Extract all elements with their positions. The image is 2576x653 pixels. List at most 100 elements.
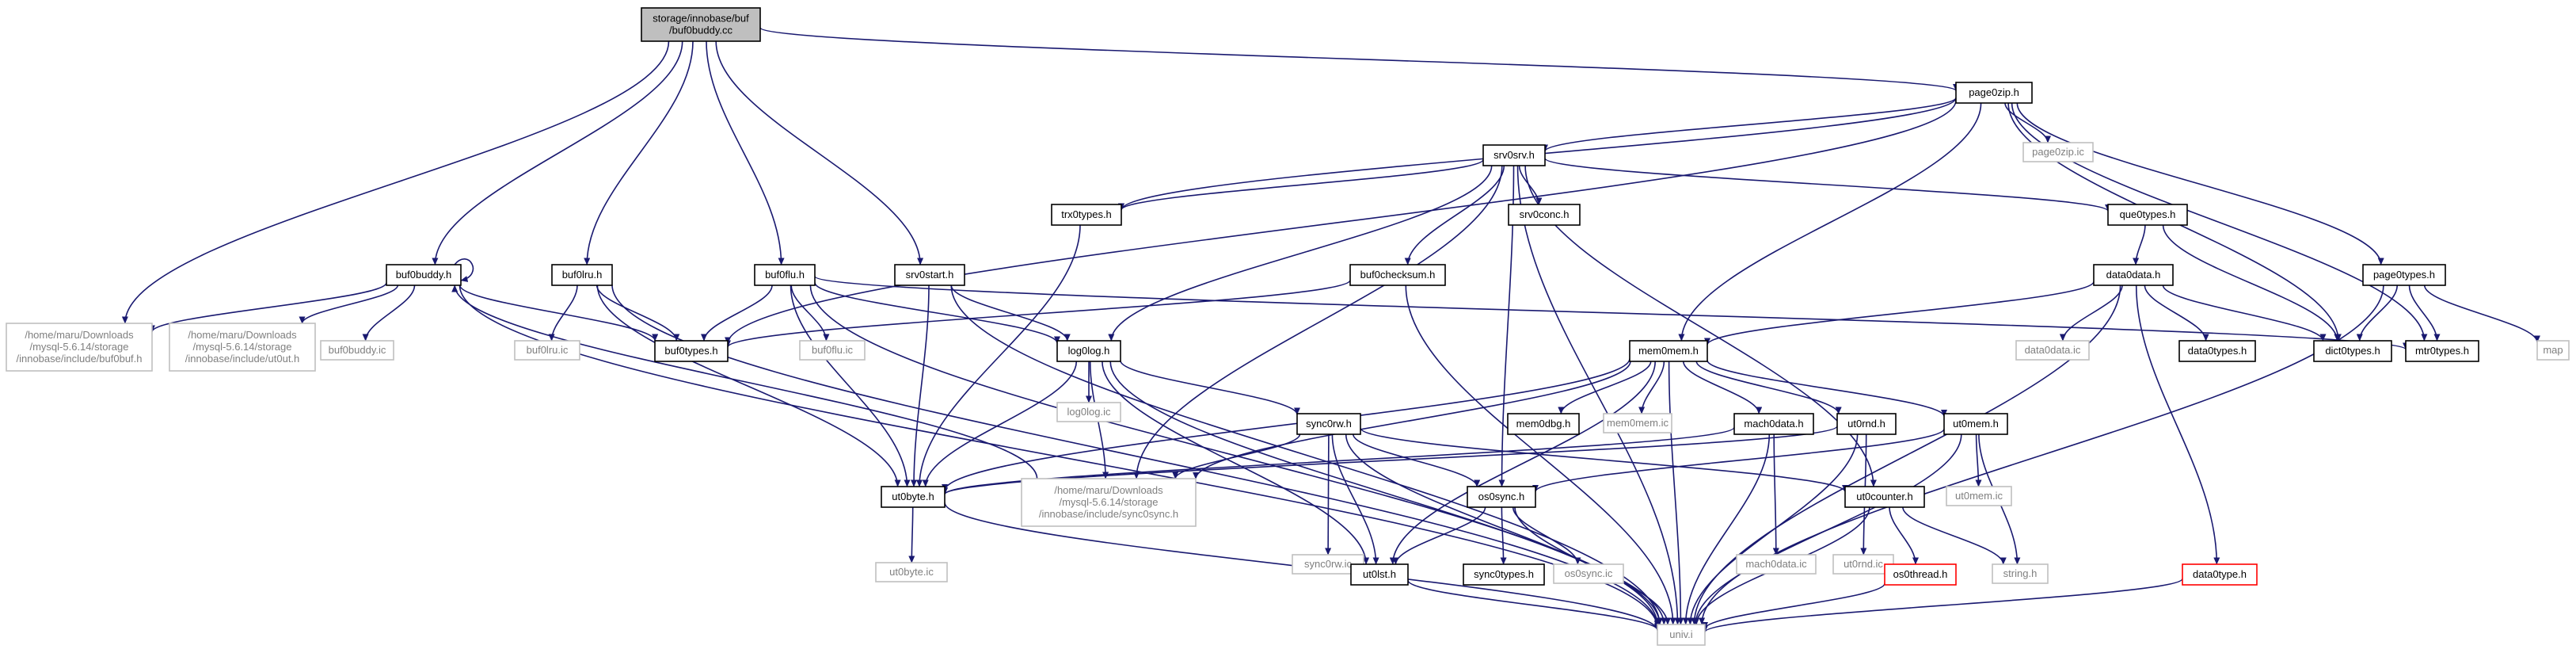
edge-data0data_h-to-data0types_h: [2144, 284, 2209, 342]
node-label: buf0flu.h: [765, 269, 805, 281]
node-buf0types-h[interactable]: buf0types.h: [654, 340, 729, 362]
node-buf0flu-h[interactable]: buf0flu.h: [754, 264, 816, 286]
node-label: buf0lru.h: [562, 269, 603, 281]
node-box: [1736, 554, 1817, 575]
node-label: data0types.h: [2188, 345, 2247, 357]
node-label: ut0mem.h: [1953, 418, 1999, 430]
node-sync0rw-h[interactable]: sync0rw.h: [1296, 413, 1361, 435]
edge-ut0rnd_h-to-univ_i: [1687, 433, 1859, 625]
node-data0types-h[interactable]: data0types.h: [2178, 340, 2256, 362]
node-label: ut0byte.h: [892, 491, 934, 502]
edge-log0log_h-to-ut0lst_h: [1102, 361, 1370, 565]
node-page0zip-h[interactable]: page0zip.h: [1955, 82, 2033, 104]
edge-page0zip_h-to-mtr0types_h: [2011, 102, 2428, 342]
node-label: /buf0buddy.cc: [669, 25, 732, 36]
node-label: data0data.h: [2106, 269, 2161, 281]
edge-srv0start_h-to-ut0byte_h: [911, 284, 930, 487]
node-box: [1884, 563, 1957, 586]
node-box: [1832, 554, 1894, 575]
edge-mem0mem_h-to-mem0mem_ic: [1638, 361, 1665, 414]
node-label: /innobase/include/buf0buf.h: [16, 353, 142, 365]
node-data0data-ic: data0data.ic: [2015, 340, 2090, 361]
node-box: [2313, 340, 2392, 362]
edge-srv0srv_h-to-que0types_h: [1544, 157, 2111, 212]
node-label: storage/innobase/buf: [653, 13, 749, 25]
node-os0sync-ic: os0sync.ic: [1553, 563, 1624, 584]
node-label: buf0buddy.ic: [329, 344, 386, 356]
node-sync0types-h[interactable]: sync0types.h: [1463, 563, 1545, 586]
node-box: [654, 340, 729, 362]
edge-ext_sync0sync-to-buf0buddy_h: [451, 284, 1038, 479]
edge-buf0flu_h-to-buf0types_h: [701, 284, 773, 342]
node-ut0byte-h[interactable]: ut0byte.h: [881, 486, 946, 508]
node-box: [1508, 204, 1581, 226]
edge-buf0buddy_h-to-ext_ut0ut: [299, 284, 399, 324]
node-srv0conc-h[interactable]: srv0conc.h: [1508, 204, 1581, 226]
node-box: [1349, 264, 1446, 286]
node-ut0mem-h[interactable]: ut0mem.h: [1943, 413, 2008, 435]
edge-data0data_h-to-dict0types_h: [2162, 284, 2327, 342]
edge-buf0checksum_h-to-buf0types_h: [725, 279, 1351, 348]
node-label: page0zip.h: [1969, 86, 2019, 98]
edge-buf0lru_h-to-ut0byte_h: [596, 284, 901, 487]
node-que0types-h[interactable]: que0types.h: [2107, 204, 2188, 226]
edge-mem0mem_h-to-ext_sync0sync: [1193, 361, 1631, 479]
node-box: [1051, 204, 1122, 226]
node-label: string.h: [2003, 567, 2038, 579]
node-label: mem0mem.h: [1638, 345, 1699, 357]
edge-page0types_h-to-dict0types_h: [2356, 284, 2398, 342]
node-label: srv0srv.h: [1493, 149, 1535, 161]
node-box: [1629, 340, 1708, 362]
node-data0data-h[interactable]: data0data.h: [2093, 264, 2174, 286]
node-label: dict0types.h: [2325, 345, 2380, 357]
edge-sync0rw_h-to-ut0lst_h: [1331, 433, 1379, 565]
edge-mem0mem_h-to-mach0data_h: [1683, 361, 1763, 414]
node-label: /mysql-5.6.14/storage: [1059, 496, 1158, 508]
node-root[interactable]: storage/innobase/buf/buf0buddy.cc: [641, 7, 761, 42]
node-label: trx0types.h: [1061, 208, 1112, 220]
node-label: ut0byte.ic: [889, 566, 934, 578]
node-dict0types-h[interactable]: dict0types.h: [2313, 340, 2392, 362]
node-os0thread-h[interactable]: os0thread.h: [1884, 563, 1957, 586]
node-mem0dbg-h[interactable]: mem0dbg.h: [1507, 413, 1580, 435]
node-trx0types-h[interactable]: trx0types.h: [1051, 204, 1122, 226]
node-label: mtr0types.h: [2415, 345, 2469, 357]
edge-mach0data_h-to-mach0data_ic: [1772, 433, 1779, 556]
node-label: mem0mem.ic: [1607, 417, 1669, 429]
node-label: sync0rw.h: [1306, 418, 1352, 430]
edge-srv0srv_h-to-ext_sync0sync: [1133, 165, 1503, 479]
edge-ut0lst_h-to-univ_i: [1407, 579, 1661, 631]
edge-mem0mem_h-to-univ_i: [1668, 361, 1684, 625]
edge-ut0mem_h-to-os0sync_h: [1532, 428, 1945, 492]
edge-root-to-page0zip_h: [759, 27, 1959, 92]
node-page0zip-ic: page0zip.ic: [2022, 142, 2094, 162]
node-buf0buddy-ic: buf0buddy.ic: [320, 340, 394, 361]
node-os0sync-h[interactable]: os0sync.h: [1467, 486, 1536, 508]
node-label: mach0data.h: [1744, 418, 1803, 430]
node-mach0data-h[interactable]: mach0data.h: [1733, 413, 1814, 435]
edge-page0types_h-to-mtr0types_h: [2408, 284, 2441, 342]
node-ut0lst-h[interactable]: ut0lst.h: [1350, 563, 1409, 586]
node-box: [2022, 142, 2094, 162]
node-srv0srv-h[interactable]: srv0srv.h: [1482, 144, 1546, 166]
node-ut0counter-h[interactable]: ut0counter.h: [1844, 486, 1925, 508]
node-page0types-h[interactable]: page0types.h: [2362, 264, 2446, 286]
node-log0log-h[interactable]: log0log.h: [1056, 340, 1121, 362]
edge-srv0start_h-to-log0log_h: [950, 284, 1071, 342]
node-label: srv0conc.h: [1520, 208, 1570, 220]
node-label: /mysql-5.6.14/storage: [192, 341, 291, 353]
edge-que0types_h-to-data0data_h: [2133, 224, 2146, 265]
edge-page0zip_h-to-page0zip_ic: [2004, 102, 2051, 143]
node-data0type-h[interactable]: data0type.h: [2182, 563, 2258, 586]
node-box: [1992, 563, 2049, 584]
node-buf0buddy-h[interactable]: buf0buddy.h: [386, 264, 462, 286]
node-buf0lru-h[interactable]: buf0lru.h: [551, 264, 613, 286]
edge-sync0rw_h-to-os0sync_h: [1353, 433, 1481, 487]
node-buf0checksum-h[interactable]: buf0checksum.h: [1349, 264, 1446, 286]
node-srv0start-h[interactable]: srv0start.h: [894, 264, 965, 286]
node-ut0rnd-h[interactable]: ut0rnd.h: [1836, 413, 1897, 435]
node-box: [1467, 486, 1536, 508]
node-mem0mem-h[interactable]: mem0mem.h: [1629, 340, 1708, 362]
node-mtr0types-h[interactable]: mtr0types.h: [2405, 340, 2479, 362]
